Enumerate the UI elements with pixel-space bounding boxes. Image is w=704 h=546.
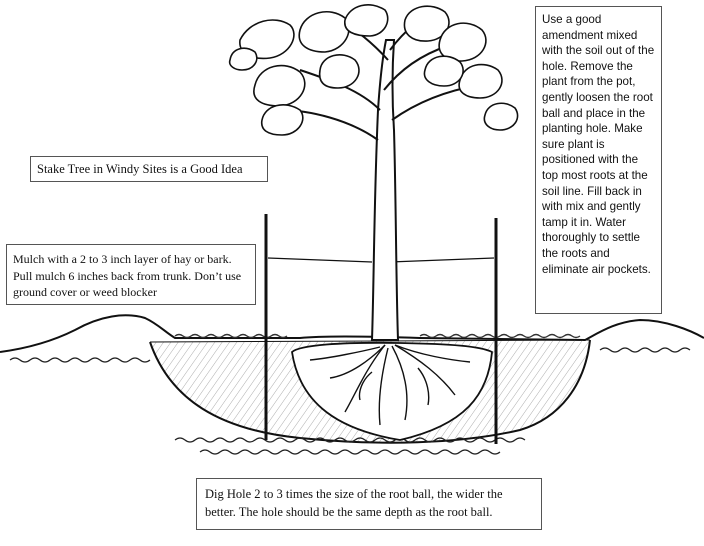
amendment-instructions-text: Use a good amendment mixed with the soil… (542, 13, 655, 276)
left-stake-tie (267, 257, 373, 263)
roots (309, 344, 471, 426)
tree-leaves (228, 4, 519, 136)
right-stake-tie (389, 257, 495, 263)
ground-line (0, 314, 704, 353)
tree-trunk (370, 39, 400, 341)
mulch-instructions-text: Mulch with a 2 to 3 inch layer of hay or… (13, 252, 242, 300)
stake-tree-box: Stake Tree in Windy Sites is a Good Idea (30, 156, 268, 182)
amendment-instructions-box: Use a good amendment mixed with the soil… (535, 6, 662, 314)
dig-hole-text: Dig Hole 2 to 3 times the size of the ro… (205, 487, 503, 519)
root-ball (291, 341, 493, 441)
stake-tree-text: Stake Tree in Windy Sites is a Good Idea (37, 162, 243, 176)
soil-texture (174, 437, 526, 443)
dig-hole-box: Dig Hole 2 to 3 times the size of the ro… (196, 478, 542, 530)
mulch-instructions-box: Mulch with a 2 to 3 inch layer of hay or… (6, 244, 256, 305)
mulch-layer (174, 333, 581, 339)
